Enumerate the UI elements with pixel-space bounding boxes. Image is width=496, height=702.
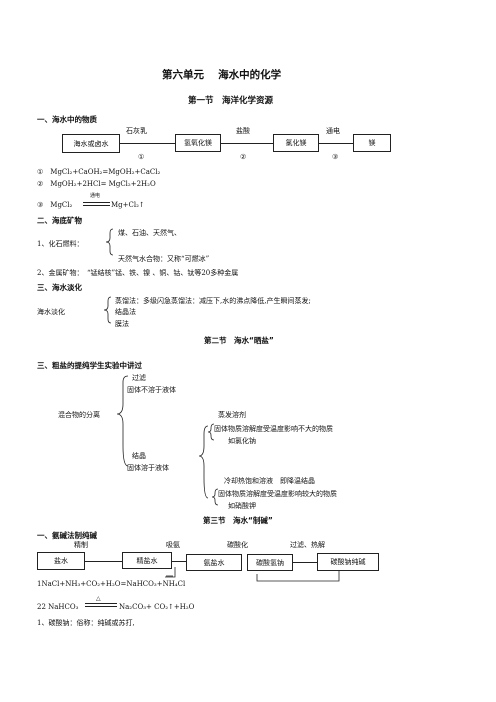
flow-box-mgcl2: 氯化镁: [273, 134, 319, 152]
brace-separation: [116, 375, 129, 467]
section1-heading: 第一节 海洋化学资源: [188, 96, 274, 106]
soda-note: 1、碳酸钠：俗称：纯碱或苏打,: [37, 619, 135, 627]
soda-eq2-right: Na₂CO₃+ CO₂↑+H₂O: [119, 603, 195, 611]
soda-label-carbonation: 碳酸化: [227, 541, 248, 549]
insoluble: 固体不溶于液体: [127, 386, 176, 394]
cooling-example: 如硝酸钾: [228, 502, 256, 510]
soda-eq2-left: 22 NaHCO₃: [37, 603, 79, 611]
equation-1: ① MgCl₂+CaOH₂=MgOH₂+CaCl₂: [37, 168, 161, 176]
equation-2: ② MgOH₂+2HCl= MgCl₂+2H₂O: [37, 180, 156, 188]
flow-box-seawater: 海水或卤水: [62, 134, 120, 153]
soda-equals-top: [85, 603, 117, 604]
section3-heading: 第三节 海水“制碱”: [203, 516, 273, 525]
equals-bottom: [83, 205, 110, 206]
evaporation-desc: 固体物质溶解度受温度影响不大的物质: [214, 425, 333, 433]
soda-line-2: [172, 561, 186, 562]
desal-cryst: 结晶法: [115, 308, 136, 316]
evaporation: 蒸发溶剂: [218, 411, 246, 419]
fossil-fuel-a: 煤、石油、天然气、: [118, 229, 181, 237]
soda-box-brine: 盐水: [37, 552, 85, 570]
brace-fuel: [105, 228, 114, 256]
soda-box-bicarbonate: 碳酸氢钠: [247, 554, 293, 571]
soda-label-refine: 精制: [74, 541, 88, 549]
sec1-h1: 一、海水中的物质: [37, 115, 97, 124]
soluble: 固体溶于液体: [127, 464, 169, 472]
equation-3-left: ③ MgCl₂: [37, 201, 73, 209]
soda-line-3: [293, 562, 317, 563]
soda-label-filter-heat: 过滤、热解: [290, 541, 325, 549]
flow-line-3: [319, 143, 353, 144]
brace-crystal: [198, 425, 209, 499]
flow-label-hcl: 盐酸: [236, 127, 250, 135]
desal-label: 海水淡化: [37, 308, 65, 316]
soda-line-1: [85, 561, 122, 562]
soda-eq2-cond: △: [96, 595, 101, 602]
equation-3-right: Mg+Cl₂↑: [111, 201, 145, 209]
fossil-fuel-label: 1、化石燃料：: [37, 240, 84, 248]
cooling-desc: 固体物质溶解度受温度影响较大的物质: [218, 490, 337, 498]
evaporation-example: 如氯化钠: [228, 437, 256, 445]
crystallization: 结晶: [132, 452, 146, 460]
soda-eq1: 1NaCl+NH₃+CO₂+H₂O=NaHCO₃+NH₄Cl: [37, 580, 186, 588]
flow-line-1: [120, 143, 175, 144]
flow-box-mgoh2: 氢氧化镁: [175, 134, 221, 152]
sec1-h2: 二、海底矿物: [37, 216, 82, 225]
soda-recycle-right: [256, 571, 340, 582]
desal-distill: 蒸馏法：多级闪急蒸馏法：减压下,水的沸点降低,产生瞬间蒸发;: [115, 297, 311, 305]
equation-3-condition: 通电: [90, 193, 101, 199]
step-1: ①: [138, 153, 145, 161]
flow-box-mg: 镁: [353, 134, 391, 152]
fossil-fuel-b: 天然气水合物：又称“可燃冰”: [118, 255, 210, 263]
soda-box-sodaash: 碳酸钠纯碱: [317, 553, 379, 571]
metal-minerals: 2、金属矿物： “锰结核”锰、铁、镍 、铜、钴、钛等20多种金属: [37, 269, 239, 277]
flow-line-2: [221, 143, 273, 144]
equals-top: [83, 202, 110, 203]
soda-equals-bottom: [85, 606, 117, 607]
step-2: ②: [240, 153, 247, 161]
sec3-h1: 一、氨碱法制纯碱: [37, 531, 97, 540]
soda-label-ammonia: 吸氨: [166, 541, 180, 549]
brace-desal: [103, 296, 112, 324]
soda-box-ammoniated: 氨盐水: [186, 554, 242, 571]
soda-recycle-left: [165, 567, 176, 578]
sec2-h1: 三、粗盐的提纯学生实验中讲过: [37, 361, 142, 370]
page-title: 第六单元 海水中的化学: [162, 69, 282, 81]
cooling: 冷却热饱和溶液 即降温结晶: [224, 477, 315, 485]
flow-label-electric: 通电: [326, 127, 340, 135]
desal-membrane: 膜法: [115, 320, 129, 328]
brace-cool: [211, 488, 219, 506]
step-3: ③: [332, 153, 339, 161]
flow-label-limemilk: 石灰乳: [126, 127, 147, 135]
section2-heading: 第二节 海水“晒盐”: [204, 336, 274, 345]
sec1-h3: 三、海水淡化: [37, 283, 82, 292]
separation-root: 混合物的分离: [58, 411, 100, 419]
soda-box-refined: 精盐水: [122, 552, 172, 569]
brace-evap: [207, 423, 215, 441]
filter: 过滤: [132, 374, 146, 382]
